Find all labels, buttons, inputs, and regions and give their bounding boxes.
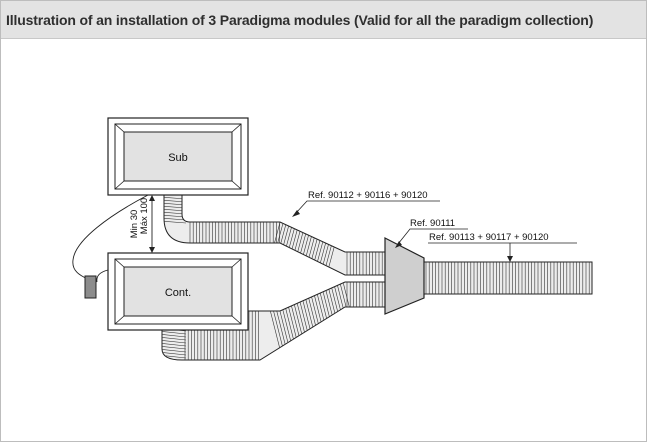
reference-leaders xyxy=(292,200,577,262)
duct-rib xyxy=(162,336,187,341)
duct-rib xyxy=(164,217,187,221)
separation-dimension xyxy=(149,195,155,253)
module-cont-label: Cont. xyxy=(165,287,191,299)
duct-rib xyxy=(162,339,187,344)
duct-rib xyxy=(164,211,187,215)
controller-box xyxy=(84,275,97,299)
module-cont: Cont. xyxy=(107,252,249,331)
duct-rib xyxy=(164,208,187,212)
duct-rib xyxy=(164,199,187,203)
module-sub: Sub xyxy=(107,117,249,196)
duct-rib xyxy=(164,205,187,209)
duct-rib xyxy=(162,351,187,356)
duct-rib xyxy=(162,348,187,353)
panel-title: Illustration of an installation of 3 Par… xyxy=(6,12,594,28)
duct-rib xyxy=(164,214,187,218)
duct-rib xyxy=(164,196,187,200)
duct-rib xyxy=(164,220,187,224)
duct-rib xyxy=(162,345,187,350)
outlet-flex-duct xyxy=(423,261,593,295)
duct-rib xyxy=(162,330,187,335)
ref-upper-ducts-label: Ref. 90112 + 90116 + 90120 xyxy=(308,190,428,201)
separation-min-label: Min 30 xyxy=(129,210,140,239)
separation-max-label: Máx 100 xyxy=(139,198,150,234)
duct-rib xyxy=(162,342,187,347)
module-sub-label: Sub xyxy=(168,152,188,164)
duct-rib xyxy=(162,333,187,338)
duct-rib xyxy=(164,202,187,206)
ref-adapter-label: Ref. 90111 xyxy=(410,218,455,229)
panel-header: Illustration of an installation of 3 Par… xyxy=(1,1,646,39)
ref-outlet-duct-label: Ref. 90113 + 90117 + 90120 xyxy=(429,232,549,243)
control-cable-secondary xyxy=(96,269,109,283)
y-adapter xyxy=(384,237,425,315)
